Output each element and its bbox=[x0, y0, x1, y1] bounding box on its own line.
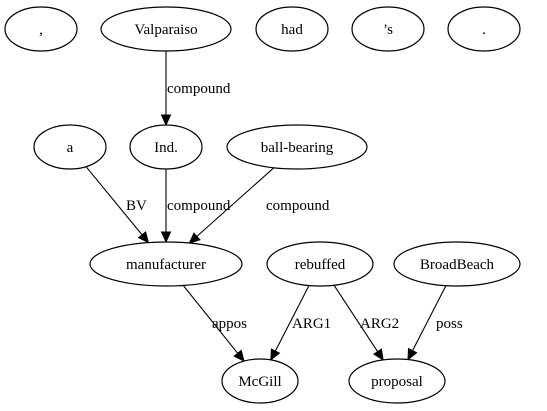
nodes-layer: , Valparaiso had ’s. a Ind. ball-bearing manufa… bbox=[4, 6, 521, 404]
arrowhead-icon bbox=[160, 231, 172, 244]
edge-label: ARG1 bbox=[292, 316, 331, 332]
node-label: Ind. bbox=[154, 140, 178, 156]
edge-line bbox=[333, 284, 379, 352]
edge-label: ARG2 bbox=[360, 316, 399, 332]
node-label: . bbox=[482, 22, 486, 38]
node-ellipse bbox=[129, 124, 203, 170]
node-ellipse bbox=[226, 124, 368, 170]
arrowhead-icon bbox=[372, 348, 384, 361]
node-ellipse bbox=[393, 241, 521, 287]
node-ellipse bbox=[89, 241, 243, 287]
edge-label: BV bbox=[126, 198, 147, 214]
node-mcgill: McGill bbox=[221, 358, 299, 404]
arrowhead-icon bbox=[270, 348, 281, 361]
node-ellipse bbox=[348, 358, 446, 404]
edge-line bbox=[196, 167, 275, 237]
edge-line bbox=[85, 166, 143, 236]
node-ellipse bbox=[266, 241, 374, 287]
node-label: ball-bearing bbox=[261, 140, 334, 156]
node-label: , bbox=[39, 22, 43, 38]
edge-manufacturer-to-mcgill: appos bbox=[182, 285, 247, 363]
node-label: BroadBeach bbox=[420, 257, 495, 273]
edge-label: compound bbox=[167, 81, 231, 97]
node-label: ’s bbox=[383, 22, 393, 38]
edge-valparaiso-to-ind: compound bbox=[160, 51, 231, 127]
node-valparaiso: Valparaiso bbox=[100, 6, 232, 52]
node-label: Valparaiso bbox=[134, 22, 197, 38]
node-apos-s: ’s bbox=[351, 6, 425, 52]
node-had: had bbox=[255, 6, 329, 52]
node-a: a bbox=[33, 124, 107, 170]
arrowhead-icon bbox=[137, 231, 150, 244]
edge-line bbox=[412, 285, 447, 351]
node-broadbeach: BroadBeach bbox=[393, 241, 521, 287]
node-ellipse bbox=[351, 6, 425, 52]
node-label: manufacturer bbox=[126, 257, 206, 273]
node-ellipse bbox=[4, 6, 78, 52]
arrowhead-icon bbox=[188, 232, 201, 244]
node-period: . bbox=[447, 6, 521, 52]
edge-label: poss bbox=[436, 316, 463, 332]
edge-ball-bearing-to-manufacturer: compound bbox=[188, 167, 330, 244]
node-ball-bearing: ball-bearing bbox=[226, 124, 368, 170]
edge-label: appos bbox=[212, 316, 247, 332]
arrowhead-icon bbox=[407, 347, 418, 361]
node-label: proposal bbox=[371, 374, 423, 390]
node-ellipse bbox=[33, 124, 107, 170]
node-label: a bbox=[67, 140, 74, 156]
edge-ind-to-manufacturer: compound bbox=[160, 169, 231, 244]
node-proposal: proposal bbox=[348, 358, 446, 404]
edge-label: compound bbox=[167, 198, 231, 214]
edge-rebuffed-to-mcgill: ARG1 bbox=[270, 285, 331, 361]
node-comma: , bbox=[4, 6, 78, 52]
edge-line bbox=[182, 285, 239, 354]
edge-label: compound bbox=[266, 198, 330, 214]
arrowhead-icon bbox=[233, 349, 245, 363]
node-label: had bbox=[281, 22, 303, 38]
node-ellipse bbox=[221, 358, 299, 404]
node-label: McGill bbox=[238, 374, 281, 390]
node-label: rebuffed bbox=[295, 257, 346, 273]
node-manufacturer: manufacturer bbox=[89, 241, 243, 287]
edge-a-to-manufacturer: BV bbox=[85, 166, 150, 244]
edge-rebuffed-to-proposal: ARG2 bbox=[333, 284, 399, 361]
arrowhead-icon bbox=[160, 114, 172, 127]
edge-line bbox=[274, 285, 310, 352]
node-ellipse bbox=[100, 6, 232, 52]
node-ellipse bbox=[447, 6, 521, 52]
edge-broadbeach-to-proposal: poss bbox=[407, 285, 463, 361]
node-rebuffed: rebuffed bbox=[266, 241, 374, 287]
node-ellipse bbox=[255, 6, 329, 52]
node-ind: Ind. bbox=[129, 124, 203, 170]
